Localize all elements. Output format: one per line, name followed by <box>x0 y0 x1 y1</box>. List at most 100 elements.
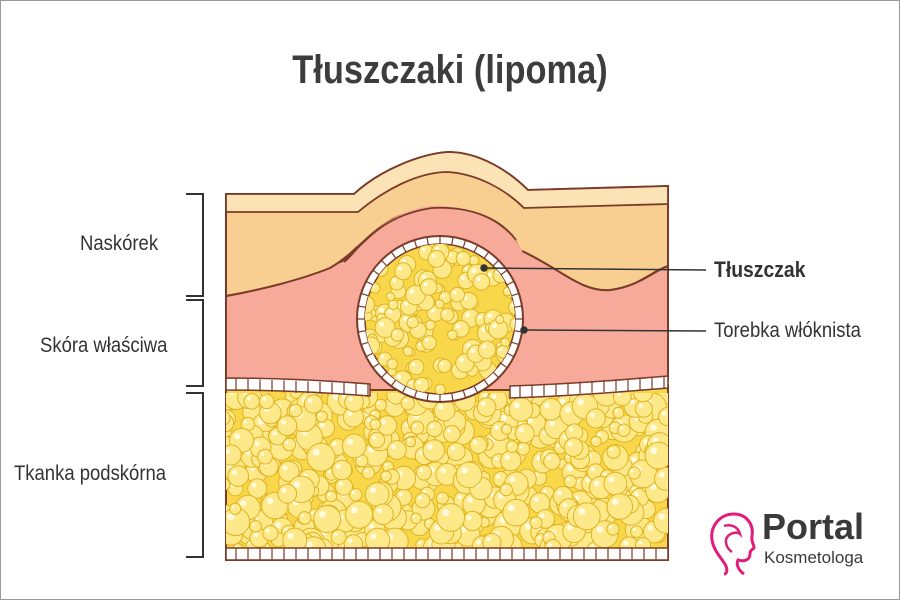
capsule-cell-divider <box>380 259 388 267</box>
fat-cell-highlight <box>557 490 562 496</box>
fat-cell-highlight <box>476 539 482 545</box>
fat-cell-highlight <box>247 396 251 401</box>
fat-cell-highlight <box>427 322 430 325</box>
bracket-epidermis <box>186 193 204 297</box>
fat-cell <box>477 340 497 360</box>
fat-cell-highlight <box>478 315 482 319</box>
fat-cell <box>400 396 415 411</box>
fat-cell <box>385 292 396 302</box>
fat-cell <box>365 527 391 548</box>
capsule-cell-divider <box>372 269 380 276</box>
fat-cell-highlight <box>417 380 421 385</box>
fat-cell-highlight <box>463 295 468 300</box>
fat-cell <box>226 478 231 491</box>
label-lipoma: Tłuszczak <box>714 257 806 282</box>
fat-cell <box>529 516 543 530</box>
fat-cell <box>543 452 561 471</box>
fat-cell-highlight <box>228 393 235 396</box>
fat-cell-highlight <box>473 440 478 445</box>
fat-cell <box>262 525 279 542</box>
fat-cell <box>380 470 392 483</box>
fat-cell <box>413 376 430 393</box>
fat-cell-highlight <box>487 272 493 277</box>
fat-cell-highlight <box>252 522 255 526</box>
fat-cell <box>563 474 577 488</box>
fat-cell-highlight <box>377 401 381 405</box>
fat-cell <box>297 511 312 525</box>
capsule-cell-divider <box>413 390 418 399</box>
capsule-cell-divider <box>483 379 490 387</box>
fat-cell-highlight <box>282 465 288 471</box>
fat-cell-highlight <box>430 308 435 313</box>
fat-cell-highlight <box>243 420 248 424</box>
fat-cell <box>277 483 298 504</box>
fat-cell-highlight <box>476 276 481 282</box>
fat-cell <box>394 262 413 281</box>
fat-cell-highlight <box>566 477 570 481</box>
fat-cell-highlight <box>487 313 493 318</box>
fat-cell <box>434 299 445 309</box>
capsule-cell-divider <box>401 244 407 253</box>
fat-cell <box>341 433 367 459</box>
fat-cell-highlight <box>504 288 508 292</box>
capsule-cell-divider <box>390 379 397 387</box>
fat-cell-highlight <box>630 469 634 473</box>
fat-cell <box>369 418 382 431</box>
fat-cell-highlight <box>332 441 337 447</box>
brand-tagline: Kosmetologa <box>764 548 864 567</box>
fat-cell-highlight <box>508 504 515 512</box>
fat-cell-highlight <box>532 519 536 523</box>
fat-cell-highlight <box>658 513 665 520</box>
fat-cell-highlight <box>452 290 457 295</box>
fat-cell-highlight <box>240 500 247 507</box>
fat-cell-highlight <box>436 301 440 304</box>
capsule-cell-divider <box>360 341 369 346</box>
fat-cell-highlight <box>562 502 568 508</box>
fat-cell <box>500 450 522 472</box>
fat-cell-highlight <box>443 310 447 315</box>
subcutaneous-fat-layer <box>215 384 669 561</box>
fat-cell <box>455 461 483 489</box>
fat-cell-highlight <box>634 491 639 497</box>
fat-cell-highlight <box>381 419 387 425</box>
fat-cell-highlight <box>380 354 385 359</box>
fat-cell-highlight <box>508 443 512 447</box>
fat-cell <box>603 471 628 496</box>
fat-cell <box>282 527 308 548</box>
fat-cell-highlight <box>596 526 604 533</box>
fat-cell-highlight <box>497 317 500 319</box>
fat-cell-highlight <box>327 492 331 496</box>
fat-cell <box>405 436 417 448</box>
fat-cell <box>229 502 242 515</box>
fat-cell-highlight <box>351 490 356 495</box>
fat-cell-highlight <box>544 402 550 409</box>
fat-cell-highlight <box>449 332 452 335</box>
fat-cell-highlight <box>537 536 541 540</box>
fat-cell-highlight <box>312 448 320 456</box>
fat-cell <box>443 425 461 443</box>
fat-cell <box>469 436 488 455</box>
fat-cell-highlight <box>409 289 415 294</box>
capsule-cell-divider <box>500 362 508 369</box>
fat-cell-highlight <box>503 426 507 429</box>
fat-cell <box>288 403 303 418</box>
fat-cell <box>516 441 531 456</box>
fat-cell-highlight <box>549 419 556 426</box>
fat-cell-highlight <box>251 482 257 488</box>
fat-cell-highlight <box>498 348 502 352</box>
fat-cell-highlight <box>215 434 222 441</box>
fat-cell-highlight <box>446 428 452 433</box>
fat-cell-highlight <box>502 486 506 490</box>
fat-cell-highlight <box>220 418 224 422</box>
fat-cell-highlight <box>567 441 573 447</box>
fat-cell <box>627 466 641 480</box>
fat-cell-highlight <box>281 419 286 425</box>
woman-profile-icon <box>710 512 756 576</box>
fat-cell-highlight <box>470 348 476 353</box>
fat-cell-highlight <box>481 401 486 407</box>
capsule-cell-divider <box>357 305 366 308</box>
fat-cell-highlight <box>466 515 472 520</box>
capsule-cell-divider <box>360 292 369 297</box>
fat-cell-highlight <box>419 468 424 472</box>
